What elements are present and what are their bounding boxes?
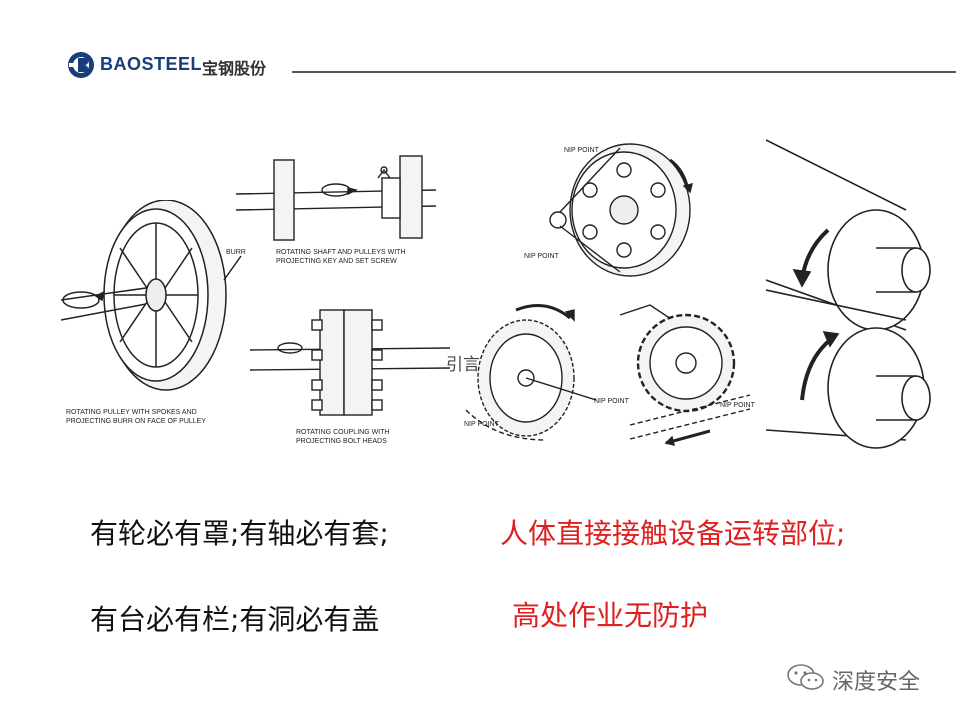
burr-label: BURR bbox=[226, 249, 246, 256]
chain-nip-label: NIP POINT bbox=[464, 421, 500, 428]
pulley-illustration: BURR ROTATING PULLEY WITH SPOKES AND PRO… bbox=[60, 200, 246, 425]
logo-text: BAOSTEEL bbox=[100, 54, 203, 74]
shaft-illustration: ROTATING SHAFT AND PULLEYS WITH PROJECTI… bbox=[236, 155, 437, 265]
watermark-text: 深度安全 bbox=[832, 670, 921, 695]
belt-nip-bottom-label: NIP POINT bbox=[524, 253, 560, 260]
gear-nip-left-label: NIP POINT bbox=[594, 398, 630, 405]
intro-label: 引言 bbox=[446, 355, 480, 375]
rollers-illustration bbox=[766, 139, 931, 449]
shaft-caption-2: PROJECTING KEY AND SET SCREW bbox=[276, 258, 397, 265]
header: BAOSTEEL 宝钢股份 bbox=[66, 50, 956, 82]
shaft-caption-1: ROTATING SHAFT AND PULLEYS WITH bbox=[276, 249, 406, 256]
safety-rule-line-2: 有台必有栏;有洞必有盖 bbox=[90, 603, 380, 636]
logo-chinese-name: 宝钢股份 bbox=[202, 59, 267, 78]
wechat-icon bbox=[787, 664, 824, 690]
coupling-caption-1: ROTATING COUPLING WITH bbox=[296, 429, 389, 436]
baosteel-logo-icon bbox=[68, 52, 94, 78]
header-divider bbox=[292, 71, 956, 73]
belt-drive-illustration: NIP POINT NIP POINT bbox=[524, 143, 693, 277]
belt-nip-top-label: NIP POINT bbox=[564, 147, 600, 154]
coupling-caption-2: PROJECTING BOLT HEADS bbox=[296, 438, 387, 445]
safety-rule-line-1: 有轮必有罩;有轴必有套; bbox=[90, 517, 389, 550]
risk-line-2: 高处作业无防护 bbox=[512, 599, 709, 632]
chain-sprocket-illustration: NIP POINT bbox=[464, 304, 596, 441]
risk-line-1: 人体直接接触设备运转部位; bbox=[500, 517, 846, 550]
pulley-caption-1: ROTATING PULLEY WITH SPOKES AND bbox=[66, 409, 197, 416]
gear-illustration: NIP POINT NIP POINT bbox=[594, 304, 756, 446]
pulley-caption-2: PROJECTING BURR ON FACE OF PULLEY bbox=[66, 418, 206, 425]
gear-nip-right-label: NIP POINT bbox=[720, 402, 756, 409]
coupling-illustration: ROTATING COUPLING WITH PROJECTING BOLT H… bbox=[250, 309, 450, 445]
